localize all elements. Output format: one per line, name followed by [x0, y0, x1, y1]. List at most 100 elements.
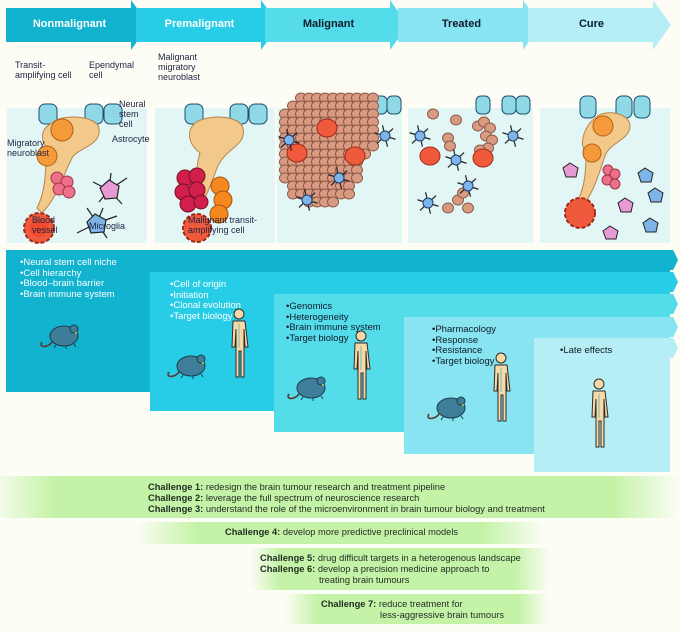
- mouse-model-icon: [425, 390, 471, 427]
- challenge-4-label: Challenge 4:: [225, 527, 281, 537]
- stage-label: Nonmalignant: [32, 18, 107, 30]
- challenge-1-text: redesign the brain tumour research and t…: [205, 482, 446, 492]
- challenge-5: Challenge 5: drug difficult targets in a…: [260, 553, 521, 564]
- tumour-cell: [351, 172, 363, 184]
- label-malignant-transit-amplifying-cell: Malignant transit- amplifying cell: [188, 215, 258, 235]
- human-patient-icon: [588, 378, 610, 455]
- challenge-7-continued: less-aggressive brain tumours: [380, 610, 505, 620]
- research-topic: Target biology: [432, 356, 496, 368]
- research-topic: Pharmacology: [432, 324, 496, 336]
- research-band-arrow-tip: [670, 317, 678, 337]
- challenge-5-text: drug difficult targets in a heterogenous…: [317, 553, 521, 563]
- stage-arrow-shape: [265, 0, 408, 50]
- challenge-3-text: understand the role of the microenvironm…: [205, 504, 545, 514]
- premalignant-illustration: [155, 103, 275, 243]
- label-migratory-neuroblast: Migratory neuroblast: [7, 138, 50, 158]
- microglia-cell: [417, 192, 439, 214]
- tumour-cell: [427, 108, 439, 120]
- tumour-cell: [343, 188, 355, 200]
- microglia: [76, 207, 118, 239]
- challenge-6-continued: treating brain tumours: [319, 575, 410, 585]
- microglia-cell: [374, 125, 396, 147]
- mouse-model-icon: [38, 318, 84, 355]
- mouse-model-icon: [285, 370, 331, 407]
- challenge-3: Challenge 3: understand the role of the …: [148, 504, 545, 515]
- microglia-cell: [296, 189, 318, 211]
- microglia-cell: [502, 125, 524, 147]
- panel-malignant: [277, 92, 402, 243]
- stage-label: Cure: [578, 18, 605, 30]
- challenge-7-label: Challenge 7:: [321, 599, 377, 609]
- research-topic: Response: [432, 335, 496, 347]
- stage-arrow-shape: [6, 0, 149, 50]
- challenge-4: Challenge 4: develop more predictive pre…: [225, 527, 458, 538]
- panel-premalignant: Malignant migratory neuroblast Malignant…: [155, 52, 275, 243]
- cure-illustration: [540, 95, 670, 243]
- challenge-5-label: Challenge 5:: [260, 553, 316, 563]
- human-patient-icon: [228, 308, 250, 385]
- human-patient-icon: [350, 330, 372, 407]
- treated-tumour-illustration: [408, 95, 533, 243]
- research-topic: Neural stem cell niche: [20, 257, 116, 269]
- tumour-cell: [444, 140, 456, 152]
- label-transit-amplifying-cell: Transit- amplifying cell: [15, 60, 72, 80]
- stage-arrow-shape: [398, 0, 541, 50]
- blood-vessel: [419, 146, 441, 166]
- stage-arrow-nonmalignant: Nonmalignant: [6, 0, 149, 50]
- research-band-arrow-tip: [670, 250, 678, 270]
- label-blood-vessel: Blood vessel: [32, 215, 58, 235]
- malignant-transit-amplifying-cell: [209, 176, 233, 224]
- research-band-topics: Late effects: [560, 345, 612, 357]
- challenge-2: Challenge 2: leverage the full spectrum …: [148, 493, 419, 504]
- tumour-cell: [442, 202, 454, 214]
- stage-label: Treated: [441, 18, 482, 30]
- challenges-block-3: [250, 548, 550, 590]
- challenge-7: Challenge 7: reduce treatment for: [321, 599, 463, 610]
- challenges-block-2: [135, 522, 545, 544]
- research-topic: Initiation: [170, 290, 241, 302]
- research-topic: Target biology: [286, 333, 381, 345]
- mouse-model-icon: [165, 348, 211, 385]
- research-topic: Blood–brain barrier: [20, 278, 117, 290]
- research-topic: Target biology: [170, 311, 241, 323]
- challenge-6-label: Challenge 6:: [260, 564, 316, 574]
- nonmalignant-niche-illustration: [7, 103, 147, 244]
- transit-amplifying-cell: [50, 118, 74, 142]
- stage-arrow-premalignant: Premalignant: [136, 0, 279, 50]
- malignant-tumour-illustration: [277, 92, 402, 243]
- tumour-cell: [367, 140, 379, 152]
- research-topic: Cell of origin: [170, 279, 241, 291]
- label-malignant-migratory-neuroblast: Malignant migratory neuroblast: [158, 52, 201, 82]
- stage-label: Premalignant: [164, 18, 235, 30]
- research-band-topics: Neural stem cell nicheCell hierarchyBloo…: [20, 257, 117, 300]
- panel-cure: [540, 95, 670, 243]
- research-topic: Cell hierarchy: [20, 268, 117, 280]
- microglia-cell: [278, 129, 300, 151]
- label-microglia: Microglia: [89, 221, 126, 231]
- research-topic: Genomics: [286, 301, 381, 313]
- microglia-cell: [457, 175, 479, 197]
- challenge-1-label: Challenge 1:: [148, 482, 204, 492]
- blood-vessel: [316, 118, 338, 138]
- stage-arrow-malignant: Malignant: [265, 0, 408, 50]
- astrocyte: [92, 172, 128, 205]
- research-band-arrow-tip: [670, 272, 678, 292]
- tumour-cell: [450, 114, 462, 126]
- stage-arrow-shape: [136, 0, 279, 50]
- blood-vessel: [344, 146, 366, 166]
- tumour-cell: [327, 196, 339, 208]
- microglia-cell: [445, 149, 467, 171]
- ependymal-cells: [38, 103, 123, 125]
- research-topic: Brain immune system: [286, 322, 380, 334]
- stage-arrow-shape: [528, 0, 671, 50]
- human-patient-icon: [490, 352, 512, 429]
- challenge-7-text: reduce treatment for: [378, 599, 463, 609]
- challenge-6: Challenge 6: develop a precision medicin…: [260, 564, 489, 575]
- research-topic: Heterogeneity: [286, 312, 381, 324]
- challenge-1: Challenge 1: redesign the brain tumour r…: [148, 482, 445, 493]
- tumour-cell: [462, 202, 474, 214]
- stage-label: Malignant: [302, 18, 355, 30]
- research-topic: Late effects: [560, 345, 612, 357]
- migratory-neuroblast: [50, 171, 76, 199]
- stage-arrow-treated: Treated: [398, 0, 541, 50]
